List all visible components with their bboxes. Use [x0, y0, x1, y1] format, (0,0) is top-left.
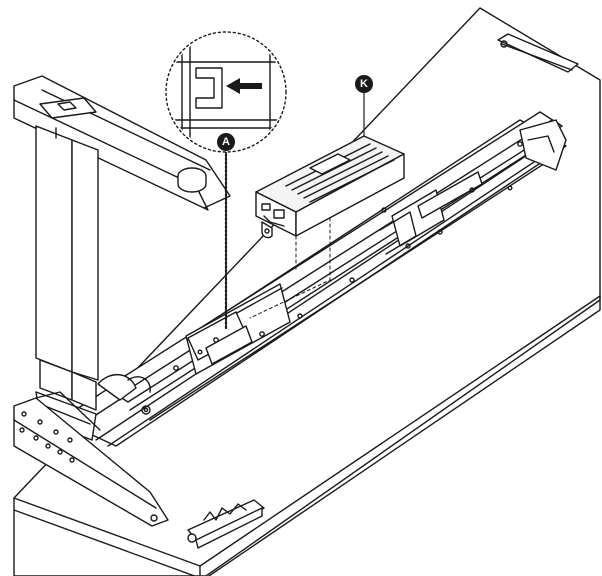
side-bracket-right	[497, 33, 579, 73]
placement-guide	[249, 217, 331, 319]
handset	[187, 499, 265, 549]
callout-a-label: A	[222, 136, 230, 148]
leg-column	[35, 125, 99, 441]
callout-a: A	[217, 133, 235, 151]
arrow-left-icon	[226, 78, 262, 94]
base-foot	[13, 391, 169, 527]
callout-k: K	[355, 75, 373, 93]
control-box	[255, 135, 405, 239]
callout-k-label: K	[360, 78, 368, 90]
frame-beam	[59, 111, 567, 447]
side-bracket	[13, 75, 231, 211]
zoom-inset	[165, 31, 287, 153]
